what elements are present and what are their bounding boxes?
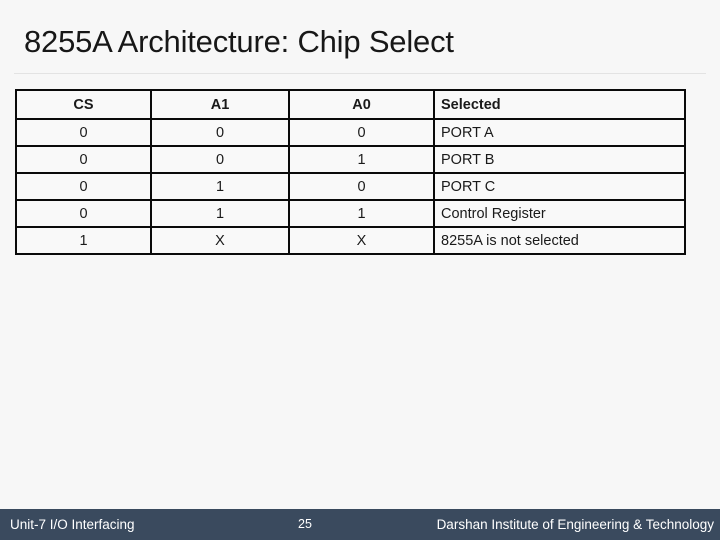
cell-selected: Control Register [433, 199, 686, 228]
table-row: 1 X X 8255A is not selected [15, 226, 686, 255]
column-header-selected: Selected [433, 89, 686, 120]
column-header-cs: CS [15, 89, 152, 120]
cell-a1: 0 [150, 118, 290, 147]
cell-selected: 8255A is not selected [433, 226, 686, 255]
table-row: 0 0 1 PORT B [15, 145, 686, 174]
cell-cs: 0 [15, 118, 152, 147]
column-header-a1: A1 [150, 89, 290, 120]
table-row: 0 1 0 PORT C [15, 172, 686, 201]
table-row: 0 1 1 Control Register [15, 199, 686, 228]
footer-institute-name: Darshan Institute of Engineering & Techn… [436, 517, 714, 532]
cell-a1: X [150, 226, 290, 255]
cell-cs: 0 [15, 145, 152, 174]
cell-selected: PORT B [433, 145, 686, 174]
chip-select-table: CS A1 A0 Selected 0 0 0 PORT A 0 0 1 POR… [15, 89, 686, 255]
cell-a0: 0 [288, 172, 435, 201]
cell-a0: 0 [288, 118, 435, 147]
table-header-row: CS A1 A0 Selected [15, 89, 686, 120]
slide-footer: Unit-7 I/O Interfacing 25 Darshan Instit… [0, 509, 720, 540]
title-divider [14, 73, 706, 74]
cell-a1: 1 [150, 199, 290, 228]
table-row: 0 0 0 PORT A [15, 118, 686, 147]
footer-unit-label: Unit-7 I/O Interfacing [10, 517, 135, 532]
cell-a0: X [288, 226, 435, 255]
cell-a0: 1 [288, 199, 435, 228]
cell-selected: PORT C [433, 172, 686, 201]
page-title: 8255A Architecture: Chip Select [24, 24, 454, 59]
column-header-a0: A0 [288, 89, 435, 120]
footer-page-number: 25 [298, 517, 312, 531]
cell-cs: 0 [15, 199, 152, 228]
cell-cs: 1 [15, 226, 152, 255]
cell-selected: PORT A [433, 118, 686, 147]
cell-cs: 0 [15, 172, 152, 201]
chip-select-table-container: CS A1 A0 Selected 0 0 0 PORT A 0 0 1 POR… [15, 89, 686, 255]
cell-a0: 1 [288, 145, 435, 174]
cell-a1: 0 [150, 145, 290, 174]
cell-a1: 1 [150, 172, 290, 201]
